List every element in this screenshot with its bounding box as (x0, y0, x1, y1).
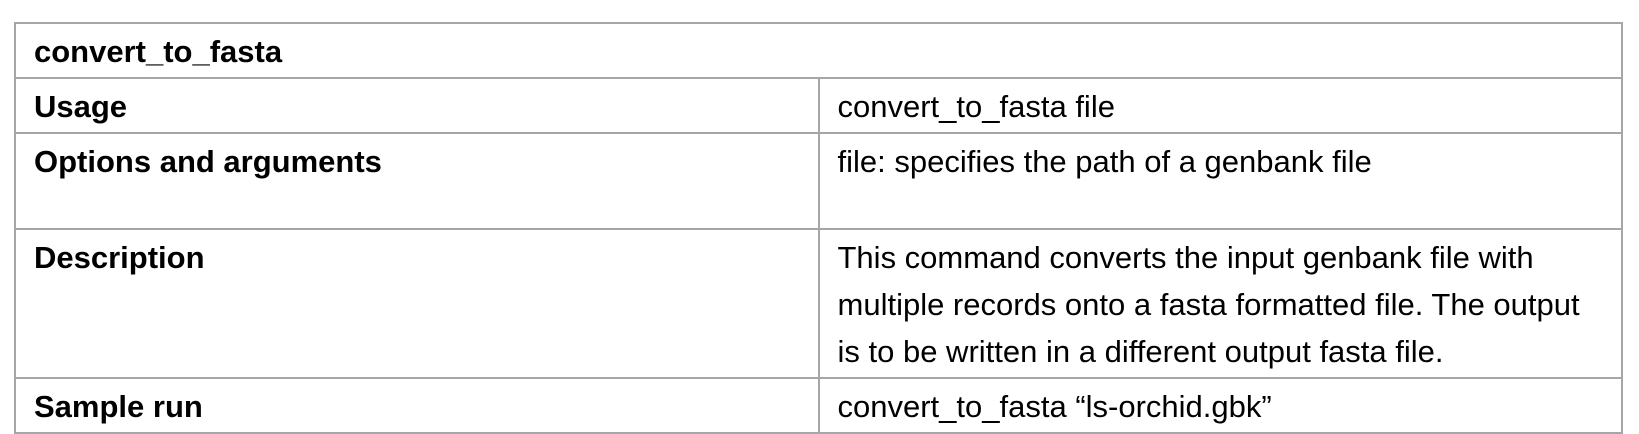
command-title: convert_to_fasta (14, 22, 1623, 79)
usage-value: convert_to_fasta file (817, 77, 1623, 134)
table-row-description: Description This command converts the in… (14, 228, 1623, 379)
command-reference-table: convert_to_fasta Usage convert_to_fasta … (14, 22, 1623, 434)
sample-run-value: convert_to_fasta “ls-orchid.gbk” (817, 377, 1623, 434)
table-row-usage: Usage convert_to_fasta file (14, 77, 1623, 134)
options-label: Options and arguments (14, 132, 820, 230)
description-label: Description (14, 228, 820, 379)
table-title-row: convert_to_fasta (14, 22, 1623, 79)
usage-label: Usage (14, 77, 820, 134)
sample-run-label: Sample run (14, 377, 820, 434)
options-value: file: specifies the path of a genbank fi… (817, 132, 1623, 230)
description-value: This command converts the input genbank … (817, 228, 1623, 379)
table-row-options: Options and arguments file: specifies th… (14, 132, 1623, 230)
table-row-sample-run: Sample run convert_to_fasta “ls-orchid.g… (14, 377, 1623, 434)
